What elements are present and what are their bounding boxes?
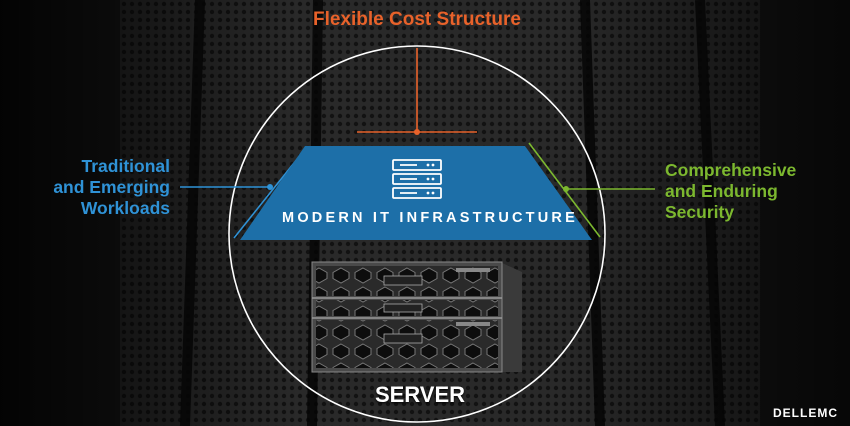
right-connector-dot <box>563 186 569 192</box>
label-comprehensive-and-enduring-security: Comprehensive and Enduring Security <box>665 160 796 223</box>
label-server: SERVER <box>374 382 466 407</box>
dell-emc-logo: DELLEMC <box>773 406 838 420</box>
label-left-line-1: Traditional <box>81 156 170 176</box>
server-stack-icon-leds <box>426 163 435 195</box>
label-left-line-3: Workloads <box>80 198 170 218</box>
background-shade-left <box>0 0 300 426</box>
label-flexible-cost-structure: Flexible Cost Structure <box>313 9 521 30</box>
label-right-line-2: and Enduring <box>665 181 778 201</box>
circle-outline <box>228 45 606 423</box>
server-stack-icon <box>392 159 442 199</box>
label-right-line-1: Comprehensive <box>665 160 797 180</box>
left-connector-dot <box>267 184 273 190</box>
label-left-line-2: and Emerging <box>53 177 170 197</box>
label-modern-it-infrastructure: MODERN IT INFRASTRUCTURE <box>282 210 578 226</box>
label-traditional-and-emerging-workloads: Traditional and Emerging Workloads <box>53 156 170 219</box>
label-right-line-3: Security <box>665 202 735 222</box>
rack-server-illustration <box>311 261 522 373</box>
top-connector-dot <box>414 129 420 135</box>
